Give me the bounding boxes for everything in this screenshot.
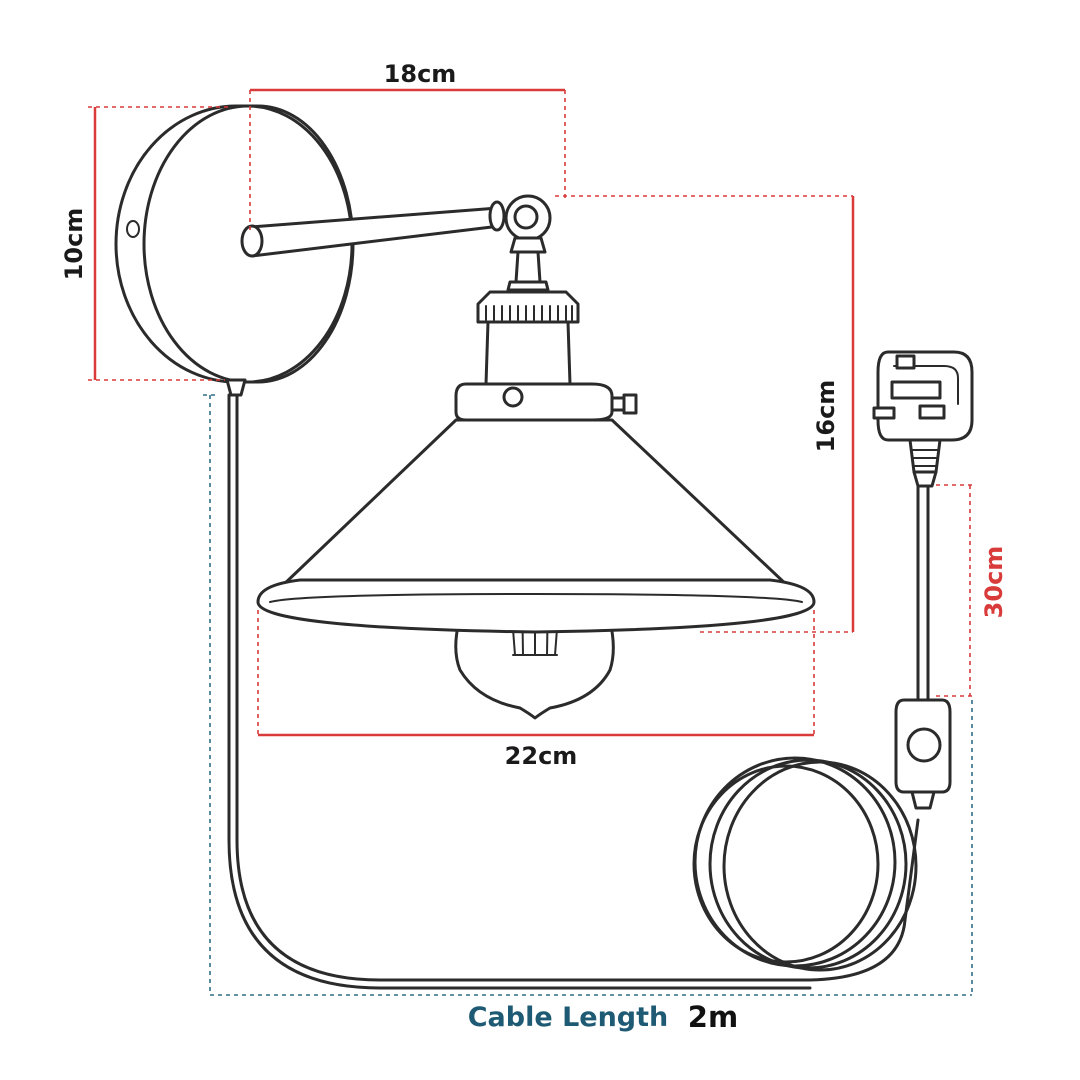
cable-coil [692, 756, 918, 972]
lamp-height-label: 16cm [812, 380, 840, 453]
cable-length-value: 2m [688, 1000, 738, 1034]
inline-dimmer-switch [894, 698, 952, 810]
lamp-holder [454, 290, 638, 422]
wall-backplate [114, 104, 355, 397]
lamp-arm [240, 194, 552, 292]
backplate-height-label: 10cm [60, 208, 88, 281]
dimension-backplate-height [88, 106, 230, 381]
uk-plug [872, 350, 974, 488]
cable-length-label: Cable Length [468, 1002, 669, 1033]
dimension-switch-distance [936, 484, 975, 697]
dimension-lamp-height [555, 195, 855, 633]
shade-width-label: 22cm [505, 742, 578, 770]
arm-length-label: 18cm [384, 60, 457, 88]
cone-lamp-shade [256, 418, 816, 634]
switch-distance-label: 30cm [980, 546, 1008, 619]
power-cable [227, 393, 930, 990]
dimension-arm-length [249, 88, 566, 232]
dimension-shade-width [257, 610, 815, 737]
dimension-cable-length [203, 394, 973, 996]
